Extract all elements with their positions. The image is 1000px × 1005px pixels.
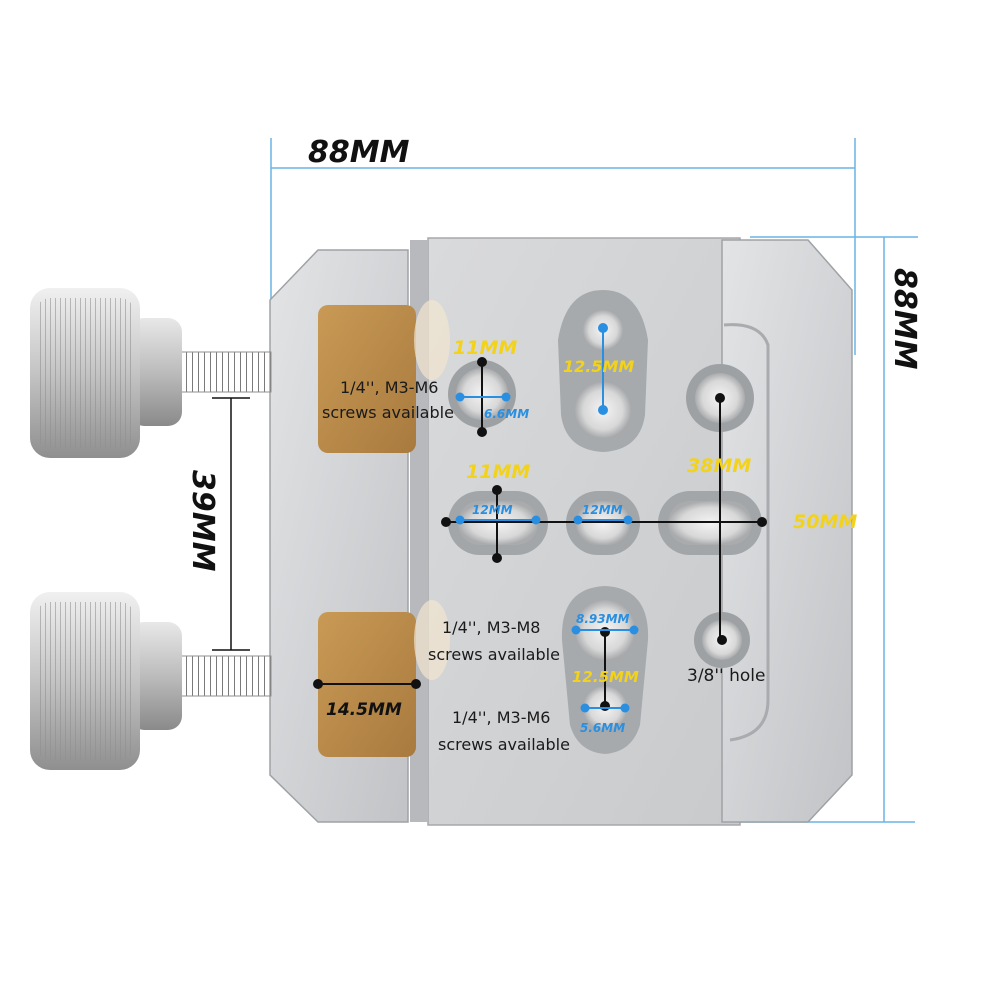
dot <box>580 703 590 713</box>
dot <box>477 357 487 367</box>
knob-bottom[interactable] <box>30 592 272 770</box>
dot <box>620 703 630 713</box>
pad-glare-top <box>414 300 450 380</box>
dot <box>313 679 323 689</box>
knob-spacing-dimension: 39MM <box>185 397 250 651</box>
knob-top-knurl <box>36 298 134 448</box>
note-mid-line2: screws available <box>428 645 560 664</box>
width-dimension: 88MM <box>270 135 856 355</box>
note-bottom-line1: 1/4'', M3-M6 <box>452 708 550 727</box>
dot <box>757 517 767 527</box>
pad-top <box>318 305 416 453</box>
dot <box>501 392 511 402</box>
label-12mm-center: 12MM <box>582 503 623 517</box>
dot <box>477 427 487 437</box>
height-dimension: 88MM <box>733 236 922 823</box>
dot <box>573 515 583 525</box>
dot <box>492 553 502 563</box>
note-mid-line1: 1/4'', M3-M8 <box>442 618 540 637</box>
label-6-6mm: 6.6MM <box>484 407 529 421</box>
label-12mm-left: 12MM <box>472 503 513 517</box>
note-bottom-line2: screws available <box>438 735 570 754</box>
knob-top-collar <box>130 318 182 426</box>
width-label: 88MM <box>308 135 410 170</box>
label-50mm: 50MM <box>793 511 857 533</box>
knob-top[interactable] <box>30 288 272 458</box>
dot <box>717 635 727 645</box>
label-11mm-top: 11MM <box>453 337 517 359</box>
knob-bottom-collar <box>130 622 182 730</box>
note-top-left-line1: 1/4'', M3-M6 <box>340 378 438 397</box>
right-channel <box>723 323 770 742</box>
dot <box>441 517 451 527</box>
dot <box>531 515 541 525</box>
note-top-left-line2: screws available <box>322 403 454 422</box>
note-hole-label: 3/8'' hole <box>687 666 765 686</box>
label-12-5mm-top: 12.5MM <box>563 357 634 376</box>
dot <box>455 392 465 402</box>
knob-bottom-knurl <box>36 602 134 760</box>
dot <box>629 625 639 635</box>
label-5-6mm: 5.6MM <box>580 721 625 735</box>
label-12-5mm-bottom: 12.5MM <box>572 668 639 686</box>
screw-bottom-thread <box>174 655 272 697</box>
height-label: 88MM <box>887 268 922 370</box>
dot <box>455 515 465 525</box>
dot <box>571 625 581 635</box>
label-38mm: 38MM <box>687 455 751 477</box>
label-11mm-row: 11MM <box>466 461 530 483</box>
dot <box>598 323 608 333</box>
knob-spacing-label: 39MM <box>185 470 220 572</box>
label-8-93mm: 8.93MM <box>576 612 630 626</box>
dot <box>492 485 502 495</box>
dot <box>600 627 610 637</box>
blue-measure-lines <box>455 392 639 713</box>
dot <box>411 679 421 689</box>
label-14-5mm: 14.5MM <box>326 700 402 720</box>
pad-glare-bottom <box>414 600 450 680</box>
dot <box>715 393 725 403</box>
dot <box>598 405 608 415</box>
screw-top-thread <box>174 351 272 393</box>
dot <box>600 701 610 711</box>
right-jaw <box>721 239 853 823</box>
dot <box>623 515 633 525</box>
